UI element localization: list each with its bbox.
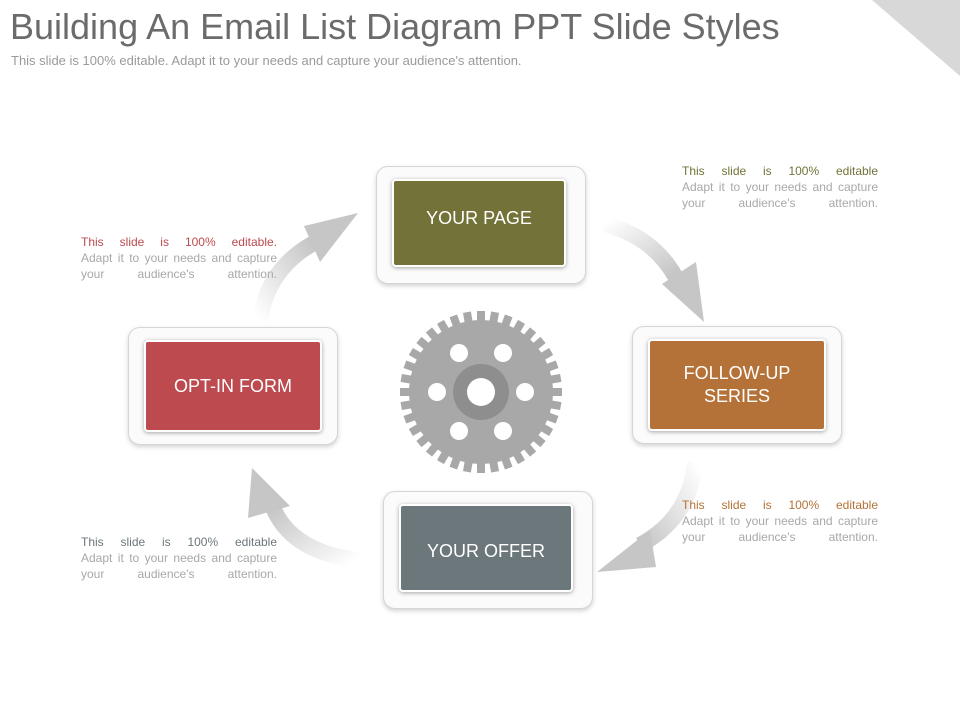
arrow-followup-to-offer — [597, 461, 703, 572]
arrow-offer-to-optin — [248, 468, 360, 568]
note-top-right-body: Adapt it to your needs and capture your … — [682, 180, 878, 210]
note-bottom-left-body: Adapt it to your needs and capture your … — [81, 551, 277, 581]
stage-follow-up-series-label: FOLLOW-UP SERIES — [648, 339, 826, 431]
gear-tooth — [477, 459, 485, 473]
corner-decoration — [872, 0, 960, 76]
arrow-page-to-followup — [601, 216, 704, 322]
note-bottom-right-body: Adapt it to your needs and capture your … — [682, 514, 878, 544]
slide-subtitle: This slide is 100% editable. Adapt it to… — [11, 53, 522, 68]
note-bottom-left-lead: This slide is 100% editable — [81, 535, 277, 549]
stage-opt-in-form: OPT-IN FORM — [128, 327, 338, 445]
note-bottom-left: This slide is 100% editable Adapt it to … — [81, 534, 277, 582]
note-top-right: This slide is 100% editable Adapt it to … — [682, 163, 878, 211]
stage-your-offer-label: YOUR OFFER — [399, 504, 573, 592]
stage-your-offer: YOUR OFFER — [383, 491, 593, 609]
slide-title: Building An Email List Diagram PPT Slide… — [10, 6, 780, 47]
stage-your-page: YOUR PAGE — [376, 166, 586, 284]
stage-opt-in-form-label: OPT-IN FORM — [144, 340, 322, 432]
note-top-left-lead: This slide is 100% editable. — [81, 235, 277, 249]
note-top-right-lead: This slide is 100% editable — [682, 164, 878, 178]
stage-follow-up-series: FOLLOW-UP SERIES — [632, 326, 842, 444]
arrow-optin-to-page — [252, 213, 358, 322]
note-bottom-right: This slide is 100% editable Adapt it to … — [682, 497, 878, 545]
gear-icon — [400, 311, 562, 473]
note-top-left-body: Adapt it to your needs and capture your … — [81, 251, 277, 281]
note-top-left: This slide is 100% editable. Adapt it to… — [81, 234, 277, 282]
gear-tooth — [477, 311, 485, 325]
note-bottom-right-lead: This slide is 100% editable — [682, 498, 878, 512]
stage-your-page-label: YOUR PAGE — [392, 179, 566, 267]
